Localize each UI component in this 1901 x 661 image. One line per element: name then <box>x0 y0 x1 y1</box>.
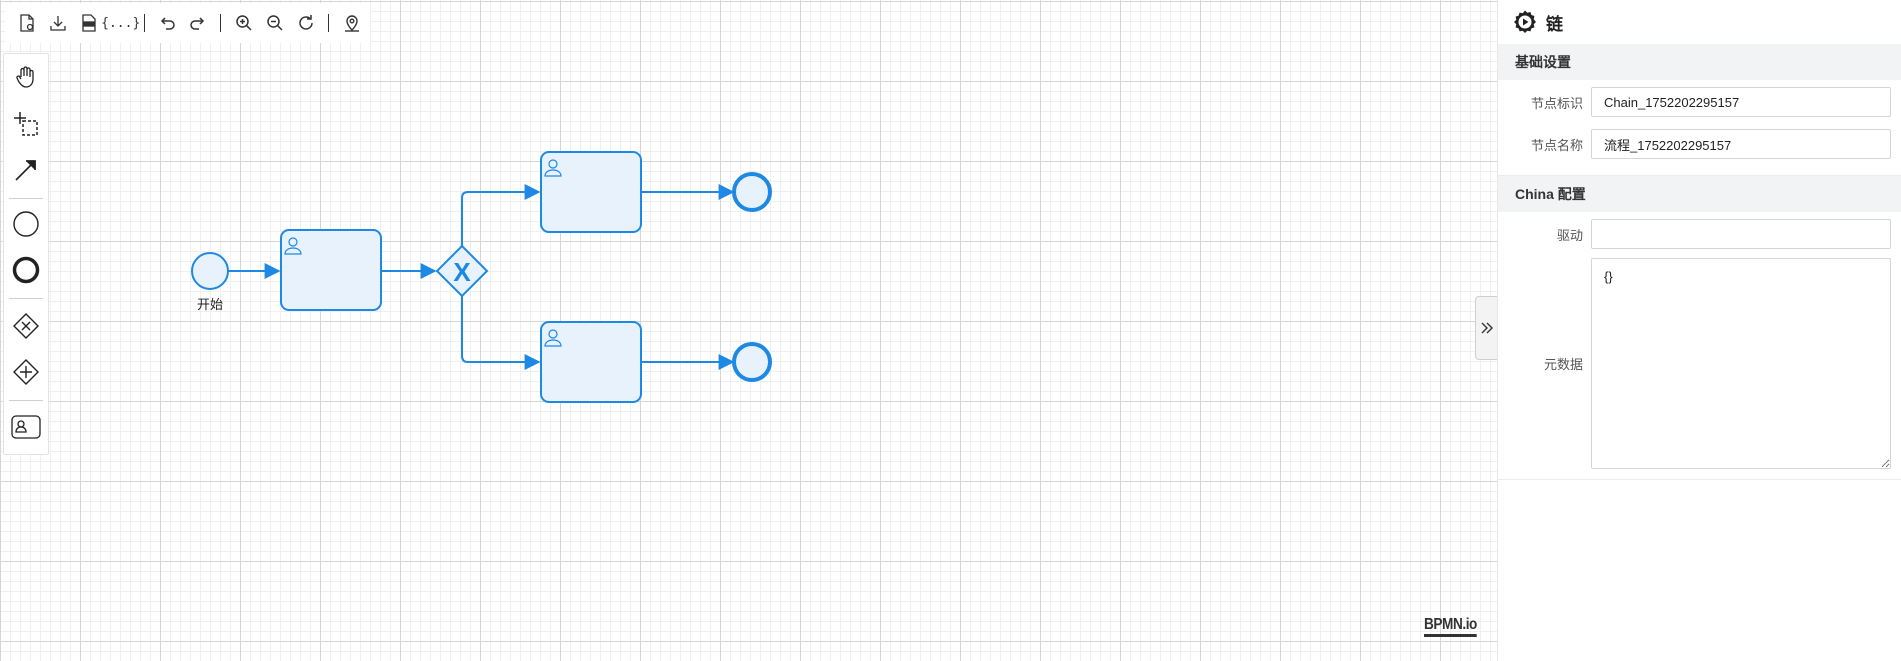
gateway-x-mark: X <box>453 257 471 287</box>
end-event[interactable] <box>732 172 772 212</box>
palette-divider <box>9 400 43 401</box>
zoom-out-icon[interactable] <box>262 10 287 36</box>
basic-settings-group-header[interactable]: 基础设置 <box>1498 44 1901 80</box>
panel-toggle-button[interactable] <box>1475 296 1497 360</box>
bpmn-io-logo[interactable]: BPMN.io <box>1424 616 1477 637</box>
metadata-textarea[interactable]: {} <box>1591 258 1891 469</box>
id-label: 节点标识 <box>1530 95 1583 111</box>
metadata-row: 元数据 {} <box>1498 256 1901 471</box>
new-file-icon[interactable] <box>15 10 40 36</box>
toolbar-divider <box>220 14 222 32</box>
driver-input[interactable] <box>1591 219 1891 249</box>
download-icon[interactable] <box>46 10 71 36</box>
zoom-in-icon[interactable] <box>231 10 256 36</box>
panel-header: 链 <box>1498 0 1901 44</box>
group-divider <box>1498 165 1901 176</box>
name-label: 节点名称 <box>1530 137 1583 153</box>
gear-play-icon <box>1514 10 1536 33</box>
flow-gateway-to-upper-task[interactable] <box>461 184 541 246</box>
name-row: 节点名称 <box>1498 123 1901 165</box>
start-event[interactable] <box>191 252 229 290</box>
user-task[interactable] <box>540 321 642 403</box>
toolbar-divider <box>143 14 145 32</box>
user-icon <box>544 329 562 347</box>
hand-tool-icon[interactable] <box>11 62 41 92</box>
undo-icon[interactable] <box>155 10 180 36</box>
group-divider <box>1498 471 1901 480</box>
connect-tool-icon[interactable] <box>11 155 41 185</box>
sequence-flows <box>226 184 735 370</box>
map-pin-icon[interactable] <box>339 10 364 36</box>
metadata-label: 元数据 <box>1543 357 1583 372</box>
end-event-icon[interactable] <box>11 255 41 285</box>
start-event-label: 开始 <box>197 297 223 312</box>
tool-palette <box>3 53 49 455</box>
json-icon[interactable]: {...} <box>101 10 140 36</box>
bpmn-diagram: 开始 X <box>191 151 772 403</box>
user-icon <box>284 237 302 255</box>
exclusive-gateway[interactable]: X <box>435 244 489 298</box>
start-event-icon[interactable] <box>11 209 41 239</box>
palette-divider <box>9 198 43 199</box>
exclusive-gateway-icon[interactable] <box>11 311 41 341</box>
user-task[interactable] <box>280 229 382 311</box>
properties-panel: 链 基础设置 节点标识 节点名称 China 配置 驱动 元数据 {} <box>1497 0 1901 661</box>
toolbar-divider <box>328 14 330 32</box>
redo-icon[interactable] <box>186 10 211 36</box>
lasso-tool-icon[interactable] <box>11 109 41 139</box>
id-row: 节点标识 <box>1498 81 1901 123</box>
user-icon <box>544 159 562 177</box>
driver-row: 驱动 <box>1498 214 1901 254</box>
china-config-group-header[interactable]: China 配置 <box>1498 176 1901 212</box>
flow-gateway-to-lower-task[interactable] <box>461 296 541 370</box>
user-task[interactable] <box>540 151 642 233</box>
palette-divider <box>9 298 43 299</box>
save-svg-icon[interactable] <box>77 10 102 36</box>
double-chevron-right-icon <box>1481 322 1493 334</box>
panel-title: 链 <box>1546 14 1563 34</box>
driver-label: 驱动 <box>1556 227 1583 243</box>
json-icon-label: {...} <box>101 15 141 31</box>
id-input[interactable] <box>1591 87 1891 117</box>
diagram-canvas[interactable]: {...} <box>0 0 1497 661</box>
name-input[interactable] <box>1591 129 1891 159</box>
parallel-gateway-icon[interactable] <box>11 357 41 387</box>
top-toolbar: {...} <box>5 3 370 43</box>
end-event[interactable] <box>732 342 772 382</box>
user-task-icon[interactable] <box>11 412 41 442</box>
reset-zoom-icon[interactable] <box>293 10 318 36</box>
